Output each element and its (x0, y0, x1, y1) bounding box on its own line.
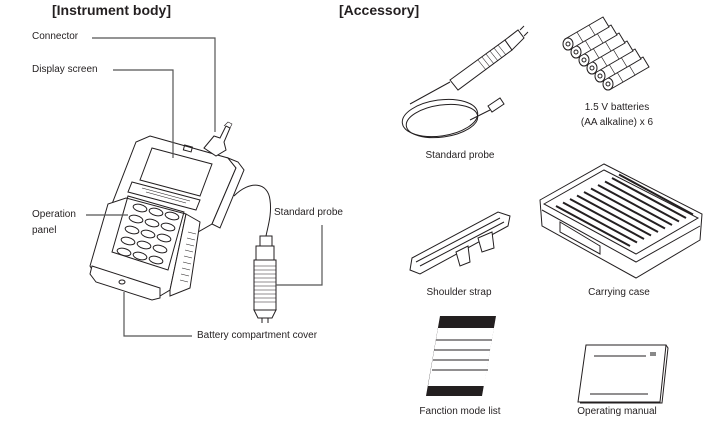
accessory-case-caption: Carrying case (588, 287, 650, 298)
case-slot (583, 191, 659, 233)
accessory-heading: [Accessory] (339, 2, 420, 18)
accessory-batteries-caption-line2: (AA alkaline) x 6 (580, 117, 654, 128)
accessory-mode-list-caption: Fanction mode list (419, 406, 501, 417)
battery-cell (562, 16, 610, 51)
case-slot (576, 194, 652, 237)
battery-cell (586, 40, 634, 75)
accessory-manual-caption: Operating manual (577, 406, 657, 417)
operation-panel-label-line1: Operation (32, 209, 76, 220)
accessory-strap-caption: Shoulder strap (426, 287, 492, 298)
accessory-manual-illustration (577, 344, 669, 404)
battery-cell (594, 48, 642, 83)
operation-panel-label-line2: panel (32, 225, 57, 236)
battery-cell (570, 24, 618, 59)
callout-leader-lines (86, 37, 323, 337)
case-slot (604, 180, 680, 223)
accessory-mode-list-illustration (426, 316, 496, 396)
case-slot (597, 184, 673, 226)
case-slot (562, 201, 638, 244)
standard-probe-callout-label: Standard probe (274, 207, 343, 218)
accessory-case-illustration (539, 163, 703, 279)
case-slot (611, 177, 687, 219)
connector-label: Connector (32, 31, 79, 42)
case-slot (590, 187, 666, 230)
case-slot (569, 198, 645, 240)
case-slot (618, 173, 694, 216)
instrument-body-heading: [Instrument body] (52, 2, 171, 18)
accessory-batteries-illustration (562, 16, 650, 91)
accessory-batteries-caption-line1: 1.5 V batteries (584, 102, 650, 113)
accessory-probe-illustration (401, 25, 529, 139)
accessory-probe-caption: Standard probe (425, 150, 495, 161)
accessory-strap-illustration (409, 211, 511, 275)
case-slot (555, 205, 631, 247)
instrument-body-illustration (89, 121, 277, 323)
battery-cover-label: Battery compartment cover (197, 330, 318, 341)
display-screen-label: Display screen (32, 64, 98, 75)
